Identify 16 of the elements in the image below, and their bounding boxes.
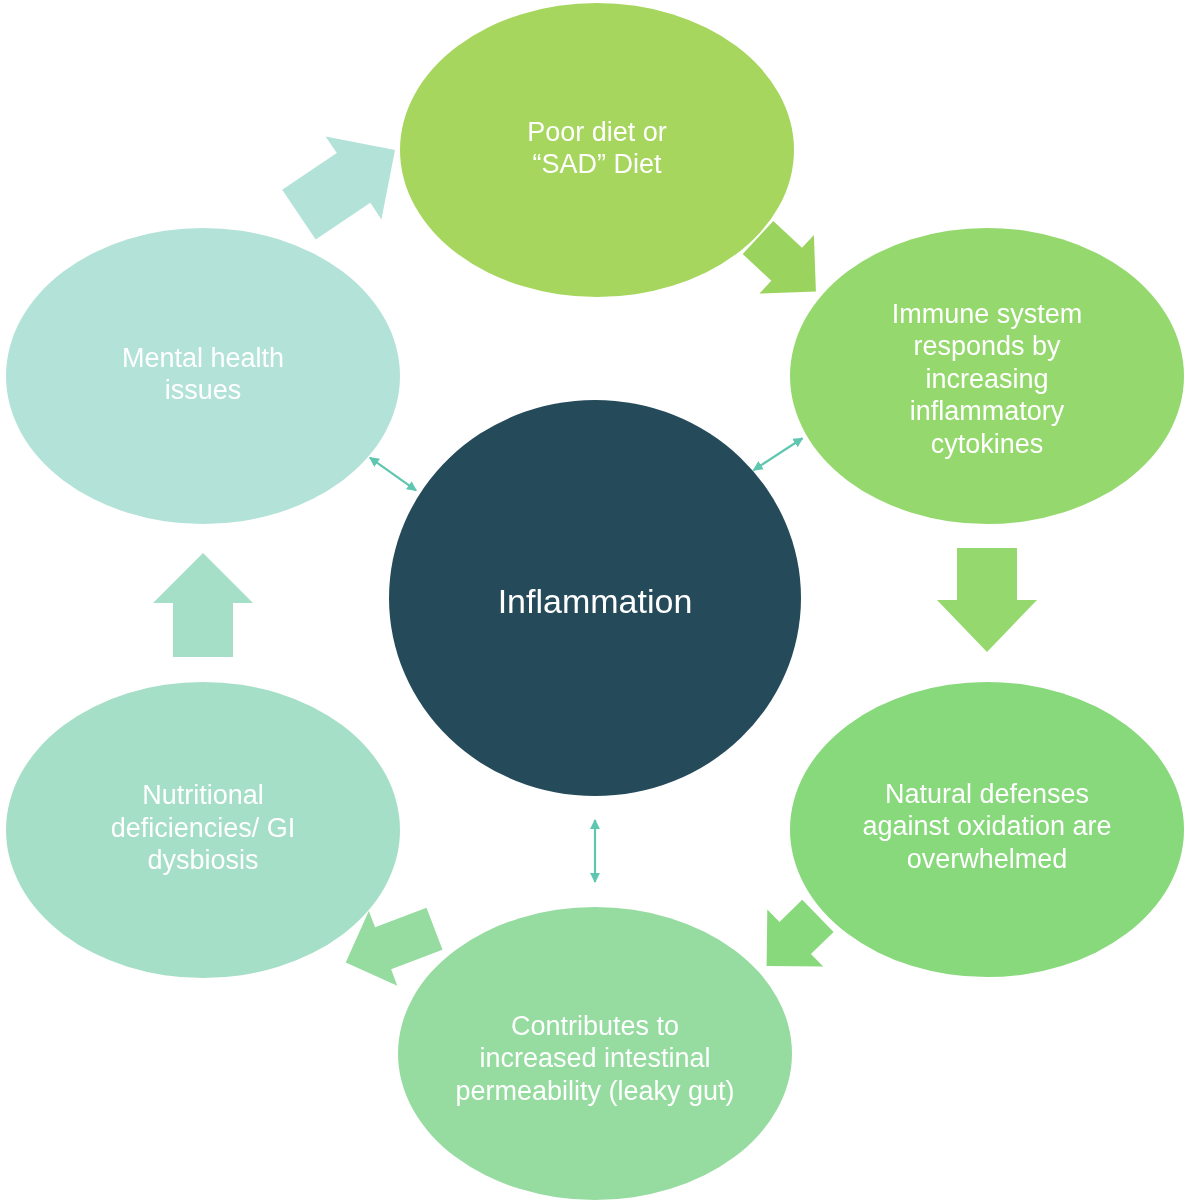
double-arrow bbox=[369, 456, 417, 492]
double-arrow bbox=[752, 437, 804, 471]
node-label: Contributes to increased intestinal permeability (leaky gut) bbox=[455, 1009, 735, 1108]
block-arrow bbox=[937, 548, 1037, 652]
block-arrow bbox=[742, 221, 816, 294]
block-arrow bbox=[153, 553, 253, 657]
node-label: Mental health issues bbox=[120, 341, 286, 407]
double-arrow bbox=[590, 819, 600, 883]
node-label: Inflammation bbox=[496, 580, 694, 622]
node-label: Immune system responds by increasing inflammatory cytokines bbox=[890, 298, 1084, 460]
block-arrow bbox=[766, 899, 834, 967]
block-arrow bbox=[345, 907, 443, 986]
node-label: Natural defenses against oxidation are overwhelmed bbox=[862, 777, 1112, 876]
block-arrow bbox=[282, 136, 395, 240]
node-label: Nutritional deficiencies/ GI dysbiosis bbox=[109, 779, 297, 877]
node-label: Poor diet or “SAD” Diet bbox=[526, 115, 668, 181]
